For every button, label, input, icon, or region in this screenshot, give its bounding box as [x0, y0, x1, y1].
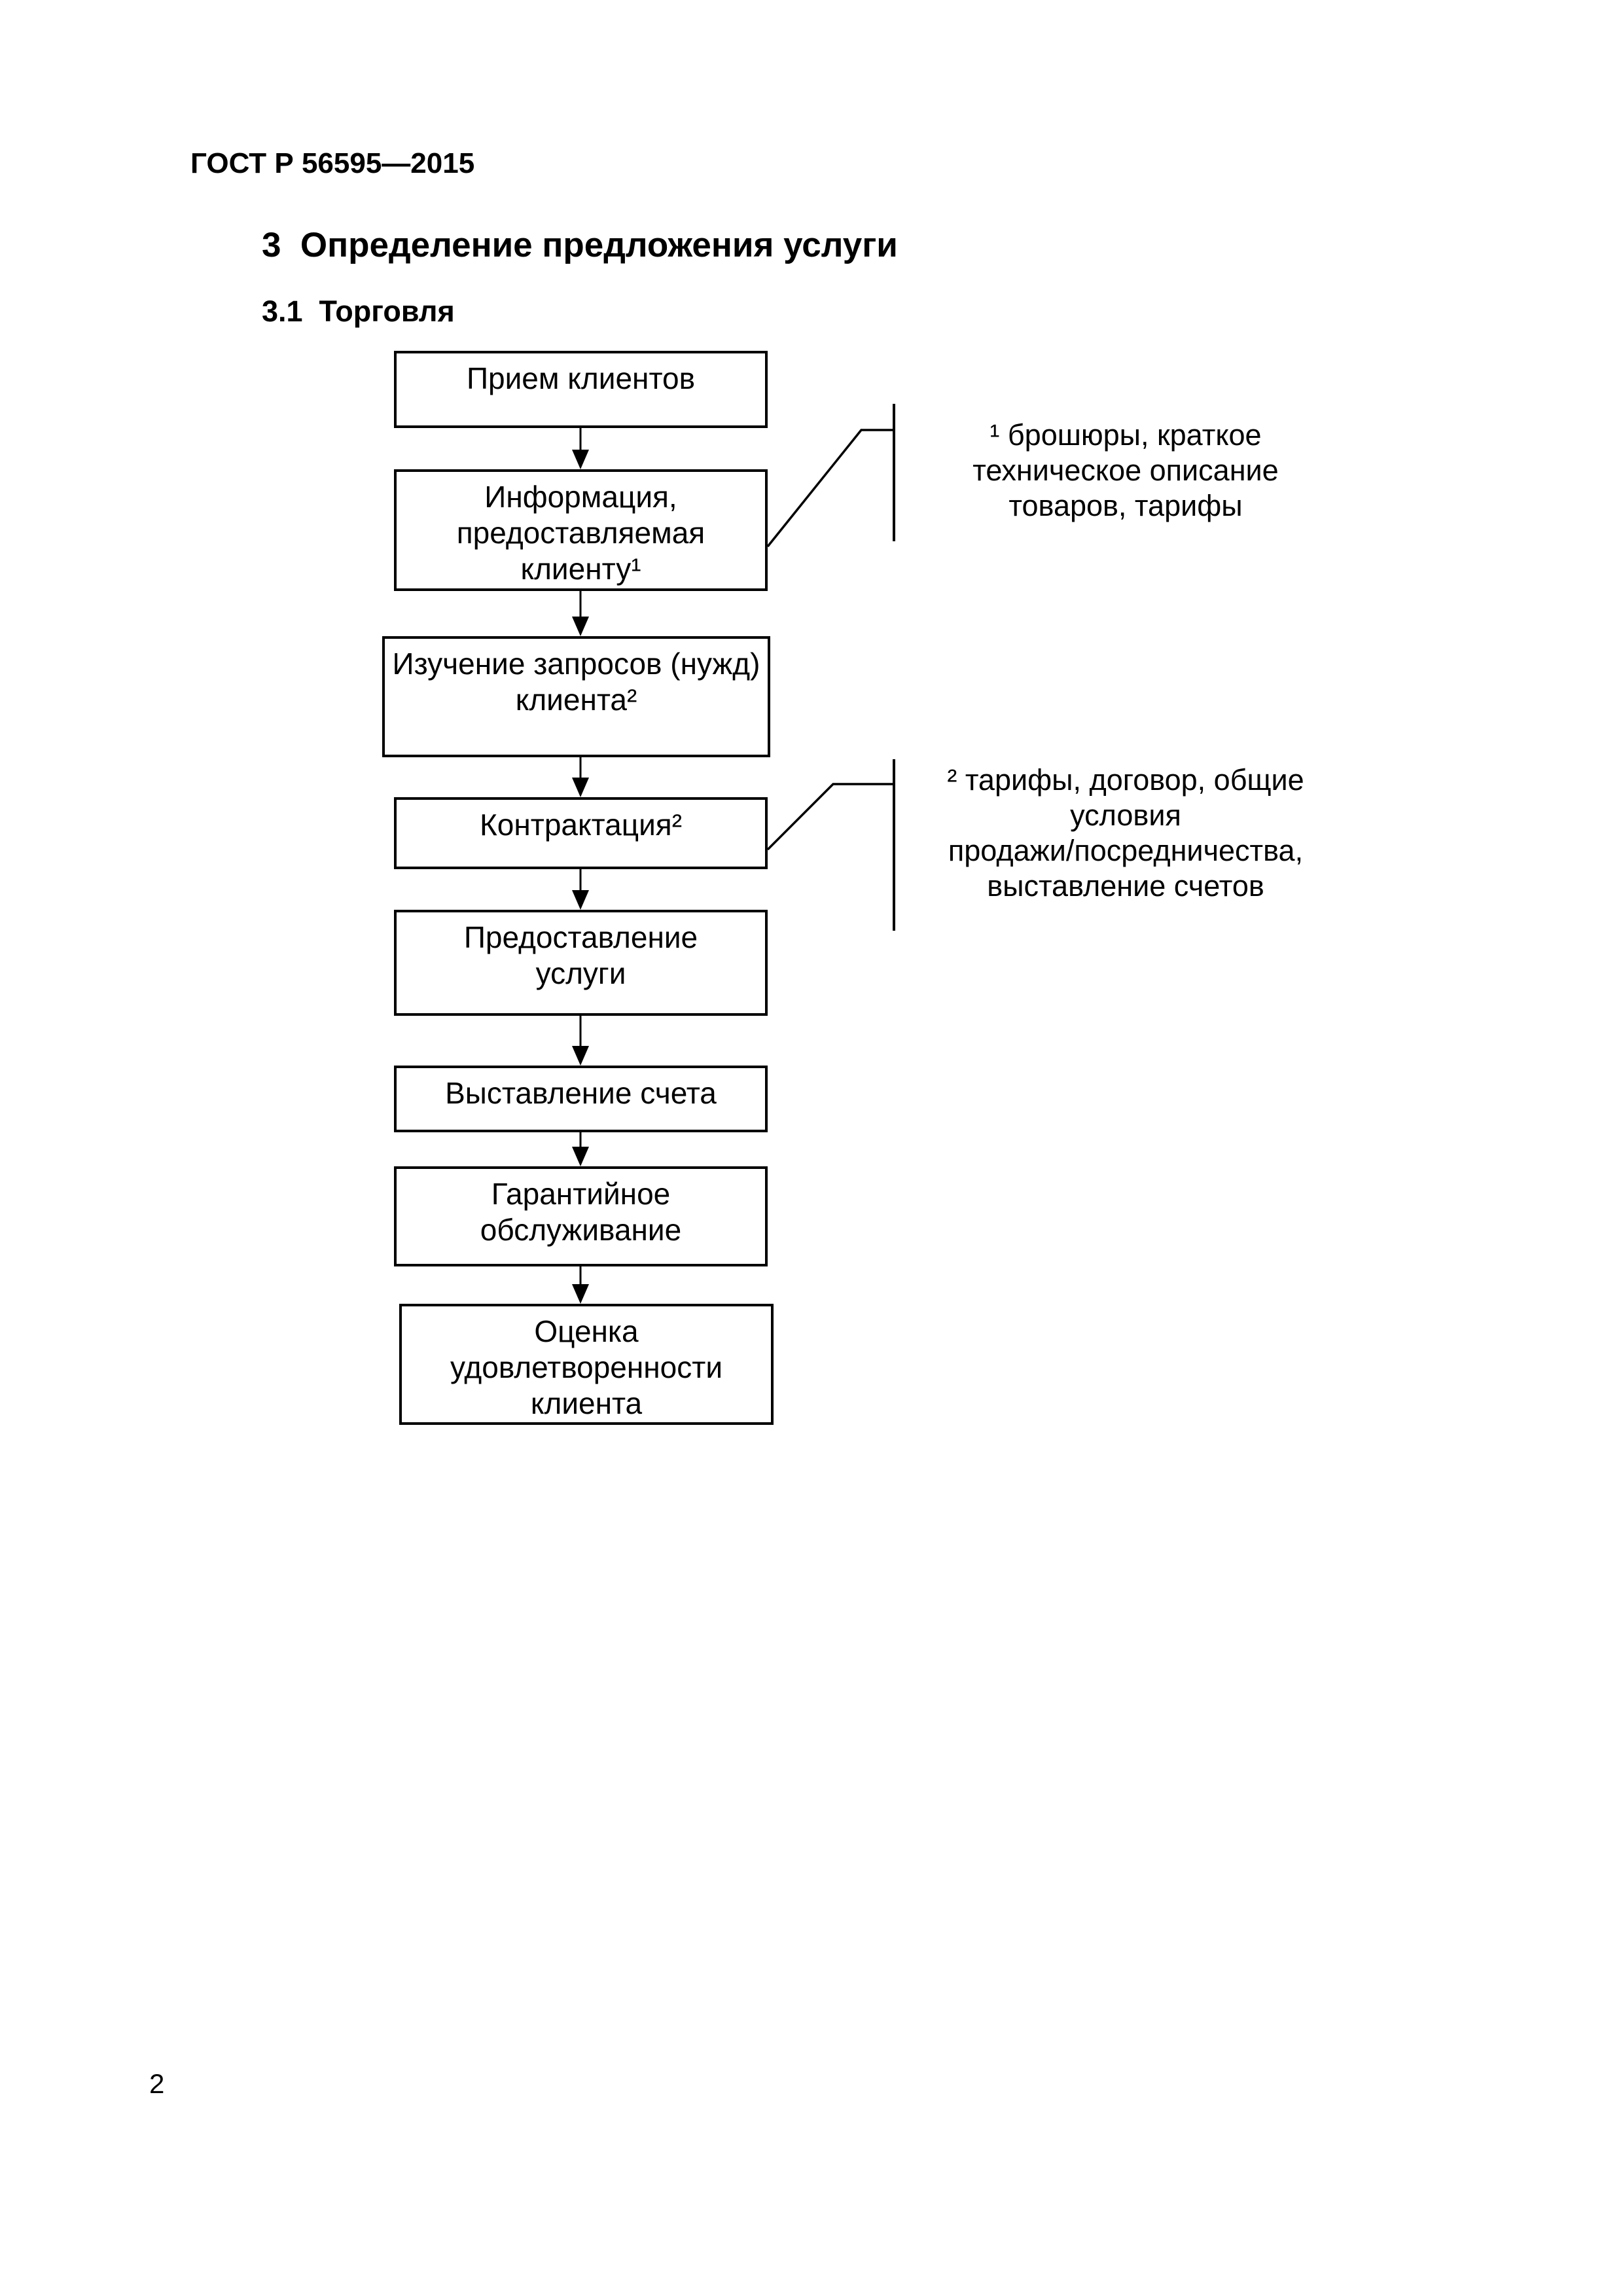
flow-arrow-6: [572, 1132, 589, 1166]
flow-arrow-2: [572, 591, 589, 636]
flow-box-label: Информация, предоставляемая клиенту¹: [456, 480, 705, 586]
section-title: 3 Определение предложения услуги: [262, 226, 898, 264]
flow-arrow-1: [572, 428, 589, 469]
note-leader-2: [766, 783, 894, 851]
flow-box-warranty-service: Гарантийное обслуживание: [394, 1166, 768, 1266]
flow-box-label: Оценка удовлетворенности клиента: [450, 1314, 723, 1420]
footnote-2: ² тарифы, договор, общие условия продажи…: [947, 763, 1304, 903]
flow-arrow-4: [572, 869, 589, 910]
flow-box-label: Выставление счета: [445, 1076, 717, 1110]
flow-box-client-reception: Прием клиентов: [394, 351, 768, 428]
footnote-1: ¹ брошюры, краткое техническое описание …: [972, 418, 1279, 522]
flow-box-label: Контрактация²: [479, 808, 683, 842]
flow-box-label: Предоставление услуги: [463, 920, 698, 990]
flow-box-satisfaction-assessment: Оценка удовлетворенности клиента: [399, 1304, 774, 1425]
page-number: 2: [149, 2068, 165, 2099]
flow-box-invoicing: Выставление счета: [394, 1066, 768, 1132]
flow-box-service-provision: Предоставление услуги: [394, 910, 768, 1016]
flow-arrow-7: [572, 1266, 589, 1304]
flow-box-client-information: Информация, предоставляемая клиенту¹: [394, 469, 768, 591]
flow-arrow-5: [572, 1016, 589, 1066]
flow-box-label: Изучение запросов (нужд) клиента²: [392, 647, 760, 717]
document-header: ГОСТ Р 56595—2015: [190, 147, 475, 179]
flow-box-label: Гарантийное обслуживание: [480, 1177, 682, 1247]
flow-box-needs-study: Изучение запросов (нужд) клиента²: [382, 636, 770, 757]
subsection-title: 3.1 Торговля: [262, 295, 455, 328]
flow-box-label: Прием клиентов: [466, 361, 696, 395]
flow-box-contracting: Контрактация²: [394, 797, 768, 869]
flow-arrow-3: [572, 757, 589, 797]
note-leader-1: [766, 429, 894, 548]
